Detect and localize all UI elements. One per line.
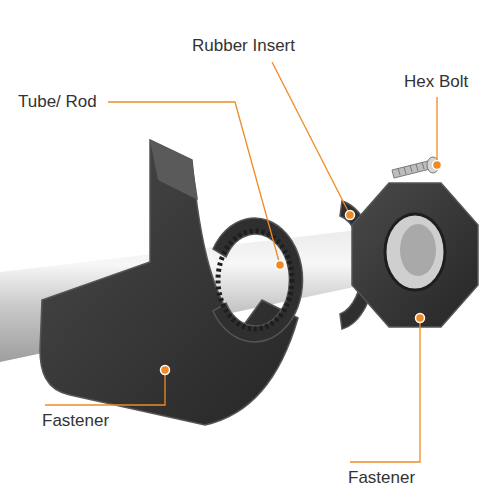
left-fastener bbox=[40, 140, 298, 425]
leader-line bbox=[45, 370, 165, 405]
label-holder: Fastener bbox=[348, 468, 415, 488]
part-label: Fastener bbox=[42, 411, 109, 431]
leader-line bbox=[108, 102, 280, 265]
leader-line bbox=[436, 97, 437, 162]
rubber-insert bbox=[213, 218, 303, 342]
label-holder: Rubber Insert bbox=[192, 36, 295, 56]
leader-dot bbox=[433, 161, 442, 170]
part-label: Tube/ Rod bbox=[18, 92, 97, 112]
leader-line bbox=[272, 62, 350, 215]
tube-inner bbox=[400, 224, 436, 276]
label-holder: Tube/ Rod bbox=[18, 92, 97, 112]
part-label: Fastener bbox=[348, 468, 415, 488]
tube-end bbox=[385, 214, 445, 290]
label-holder: Hex Bolt bbox=[404, 72, 468, 92]
bolt-thread bbox=[398, 162, 424, 175]
hex-bolt bbox=[392, 161, 430, 178]
leader-dot bbox=[276, 261, 285, 270]
leader-line bbox=[350, 318, 420, 462]
fastener-face bbox=[150, 140, 198, 200]
part-label: Hex Bolt bbox=[404, 72, 468, 92]
label-holder: Fastener bbox=[42, 411, 109, 431]
insert-teeth bbox=[218, 231, 292, 329]
leader-dot bbox=[161, 366, 170, 375]
leader-dot bbox=[416, 314, 425, 323]
part-label: Rubber Insert bbox=[192, 36, 295, 56]
leader-dot bbox=[346, 211, 355, 220]
right-fastener bbox=[352, 183, 478, 327]
